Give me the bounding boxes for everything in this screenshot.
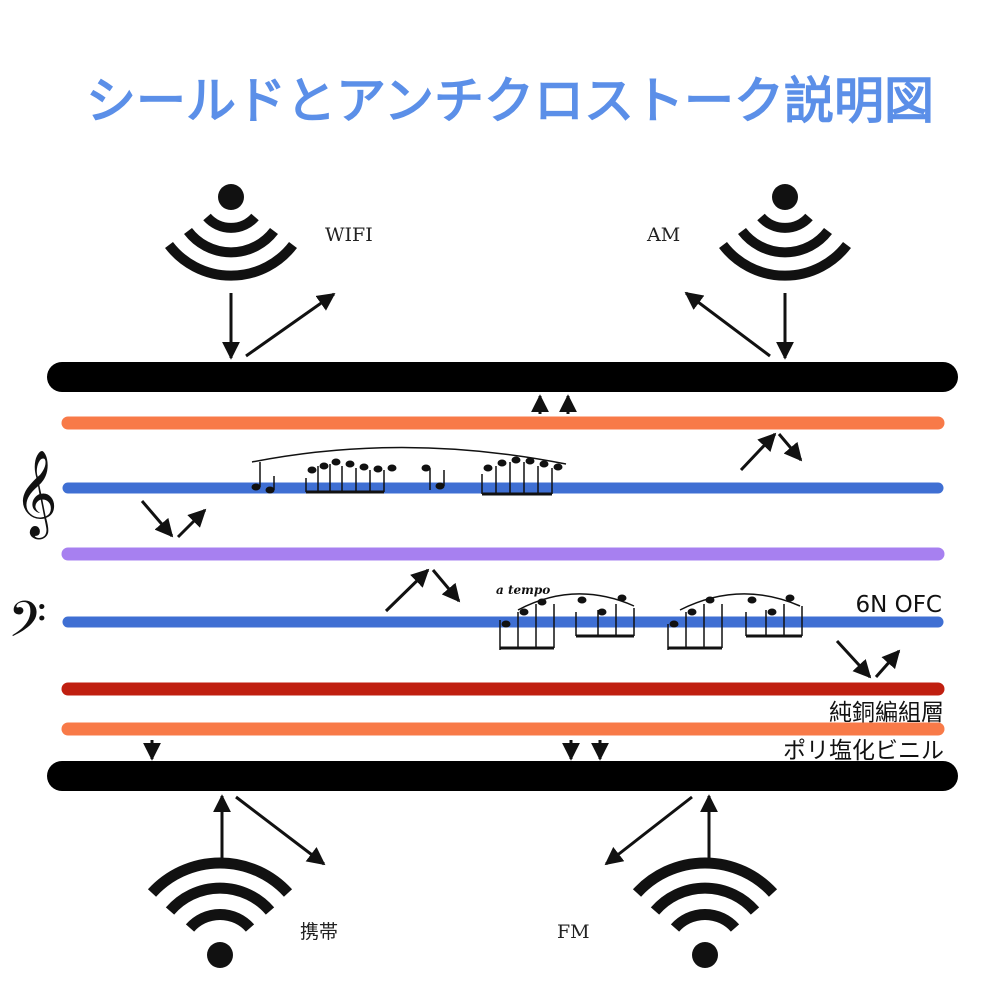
source-label-am: AM [646,224,680,246]
arrow-reflect [245,292,336,358]
arrow-reflect [684,291,771,358]
layer-label-braid: 純銅編組層 [829,700,944,726]
treble-clef-icon: 𝄞 [14,450,58,540]
source-label-wifi: WIFI [325,224,373,246]
arrow-reflect-up [176,508,207,539]
arrow-reflect-down [777,433,803,462]
source-label-mobile: 携帯 [300,921,338,943]
layer-label-conductor: 6N OFC [855,592,942,618]
signal-broadcast-down-icon [165,184,297,281]
interference-arrows [140,291,901,866]
arrow-reflect [604,795,693,866]
bass-clef-icon: 𝄢 [8,591,47,661]
arrow-reflect [235,795,326,866]
layer-label-jacket: ポリ塩化ビニル [783,738,944,764]
source-label-fm: FM [557,921,590,943]
arrow-reflect-up [384,568,430,613]
wifi-up-icon [147,857,293,968]
bass-music-notes: a tempo [496,583,803,650]
arrow-reflect-up [739,432,777,472]
arrow-reflect-up [874,649,901,678]
wifi-up-icon [632,857,778,968]
treble-music-notes [251,446,567,496]
tempo-marking: a tempo [496,583,550,597]
page-title: シールドとアンチクロストーク説明図 [86,72,934,130]
arrow-reflect-down [835,639,872,679]
arrow-reflect-down [140,500,174,538]
arrow-reflect-down [431,569,461,603]
signal-broadcast-down-icon [719,184,851,281]
